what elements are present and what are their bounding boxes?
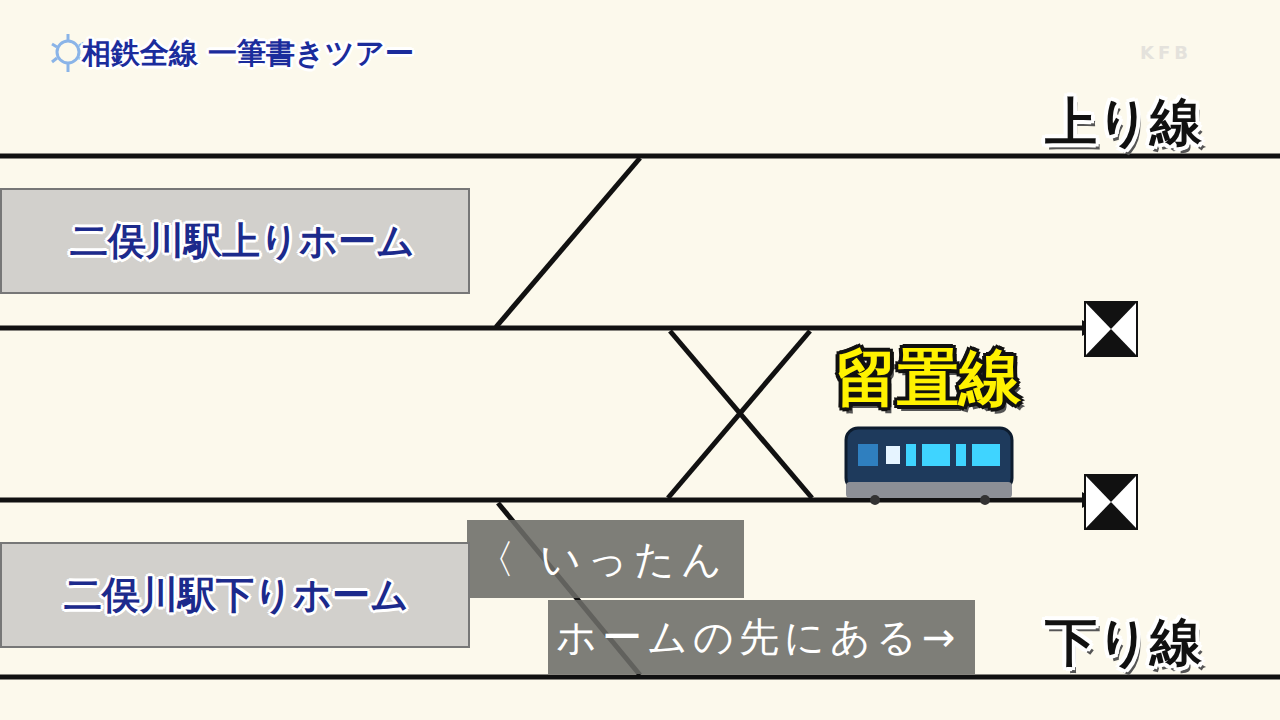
buffer-stop xyxy=(1085,475,1137,529)
node-text: 〈 いったん xyxy=(475,532,732,587)
crossover xyxy=(668,331,810,498)
caption-box: 〈 いったん xyxy=(467,520,744,598)
platform-box: 二俣川駅上りホーム xyxy=(0,188,470,294)
down-track xyxy=(0,675,1280,680)
siding-track xyxy=(0,326,1092,331)
track-label: 下り線 xyxy=(1045,608,1202,678)
caption-box: ホームの先にある→ xyxy=(548,600,975,674)
node-text: ホームの先にある→ xyxy=(556,610,965,665)
up-track xyxy=(0,154,1280,159)
node-text: 二俣川駅上りホーム xyxy=(70,216,460,267)
siding-track xyxy=(0,498,1092,503)
buffer-stop xyxy=(1085,302,1137,356)
crossover xyxy=(496,158,640,327)
track-label: 上り線 xyxy=(1045,88,1202,158)
siding-label: 留置線 xyxy=(835,336,1021,420)
watermark: KFB xyxy=(1140,42,1192,63)
node-text: 二俣川駅下りホーム xyxy=(64,570,460,621)
platform-box: 二俣川駅下りホーム xyxy=(0,542,470,648)
title-icon xyxy=(52,34,84,72)
title: 相鉄全線 一筆書きツアー xyxy=(82,34,414,74)
train-icon xyxy=(846,428,1012,505)
